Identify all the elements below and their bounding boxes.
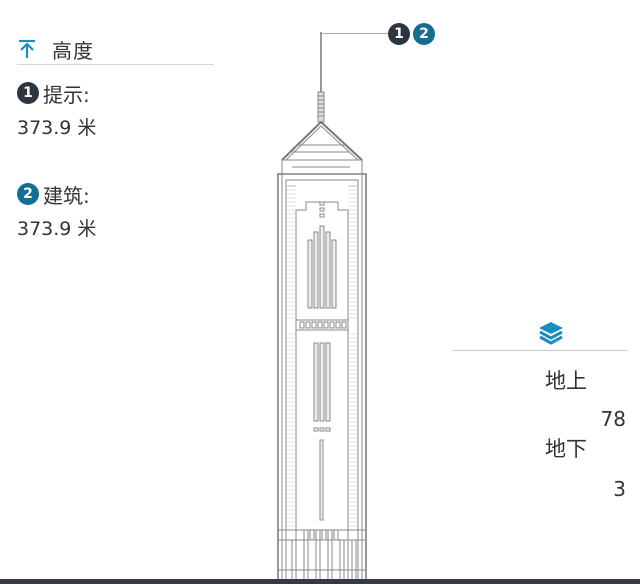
tower-elevation-drawing: [277, 32, 367, 583]
floor-label: 地下: [545, 437, 587, 461]
floor-count: 78: [600, 407, 626, 431]
height-panel: 高度 1 提示: 373.9 米 2 建筑: 373.9 米: [17, 34, 214, 241]
badge-1-icon: 1: [388, 23, 410, 45]
floors-panel-header: [452, 318, 628, 351]
floors-panel: 地上 78 地下 3: [452, 318, 628, 501]
badge-2-icon: 2: [413, 23, 435, 45]
height-entry-label: 提示:: [43, 82, 90, 107]
height-entry-tip: 1 提示: 373.9 米: [17, 79, 214, 140]
height-callout: 1 2: [388, 23, 435, 45]
height-entry-label: 建筑:: [43, 183, 90, 208]
badge-2-icon: 2: [17, 183, 39, 205]
badge-1-icon: 1: [17, 82, 39, 104]
floor-count: 3: [613, 477, 626, 501]
height-entry-value: 373.9 米: [17, 218, 97, 240]
floors-below-ground: 地下 3: [452, 419, 628, 501]
floors-above-ground: 地上 78: [452, 351, 628, 433]
height-entry-building: 2 建筑: 373.9 米: [17, 180, 214, 241]
bottom-bar: [0, 579, 640, 584]
height-panel-header: 高度: [17, 34, 214, 65]
height-entry-value: 373.9 米: [17, 117, 97, 139]
arrow-up-to-line-icon: [19, 39, 35, 58]
callout-leader-line: [321, 33, 389, 34]
layers-icon: [539, 322, 563, 345]
height-panel-title: 高度: [52, 38, 94, 63]
floor-label: 地上: [545, 369, 587, 393]
